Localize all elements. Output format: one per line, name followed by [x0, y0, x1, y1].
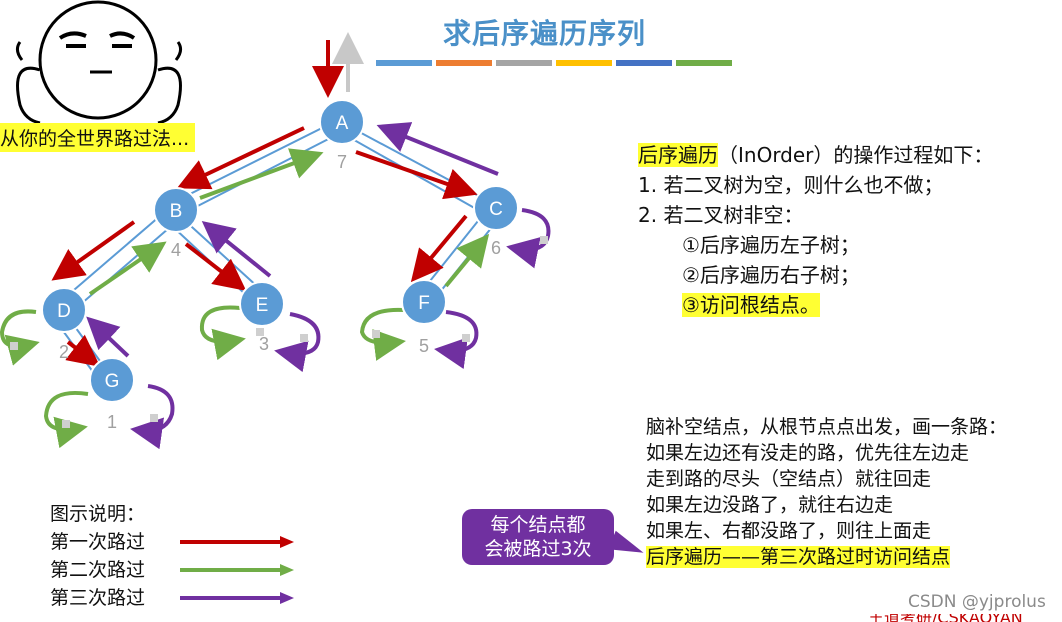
color-bar-2 — [436, 60, 492, 66]
null-markers — [10, 236, 548, 428]
color-bar-5 — [616, 60, 672, 66]
node-F — [401, 279, 447, 325]
callout-line-1: 每个结点都 — [490, 514, 586, 536]
sub-step-2: ②后序遍历右子树； — [682, 263, 860, 287]
node-label-E: E — [256, 295, 269, 316]
node-label-B: B — [170, 201, 183, 222]
green-arrow-B-A — [199, 148, 324, 200]
step-2: 2. 若二叉树非空： — [638, 203, 804, 227]
hint-line-6: 后序遍历——第三次路过时访问结点 — [646, 544, 1007, 570]
red-arrow-B-D — [51, 220, 136, 281]
visit-order-E: 3 — [259, 334, 269, 354]
third-pass-arrows — [86, 122, 499, 358]
visit-order-D: 2 — [59, 342, 69, 362]
visit-order-B: 4 — [171, 240, 181, 260]
loop-F-left — [359, 307, 406, 361]
node-label-F: F — [418, 293, 430, 314]
traversal-hint: 脑补空结点，从根节点点出发，画一条路： 如果左边还有没走的路，优先往左边走 走到… — [646, 414, 1007, 570]
tree-nodes: A 7B 4 C 6D 2 E 3 F 5G 1 — [41, 99, 519, 432]
loop-D-left — [0, 309, 40, 366]
heading-rest: （InOrder）的操作过程如下： — [718, 143, 994, 167]
callout-line-2: 会被路过3次 — [484, 538, 592, 560]
legend-second-label: 第二次路过 — [50, 559, 146, 581]
heading-highlight: 后序遍历 — [638, 143, 718, 167]
legend-third-label: 第三次路过 — [50, 587, 146, 609]
legend-row-first: 第一次路过 — [50, 528, 298, 556]
null-child-loops — [0, 208, 551, 450]
visit-order-C: 6 — [491, 238, 501, 258]
red-arrow-B-E — [184, 242, 247, 291]
purple-arrow-E-B — [201, 220, 272, 278]
node-D — [41, 287, 87, 333]
visit-order-G: 1 — [107, 412, 117, 432]
meme-caption: 从你的全世界路过法... — [0, 123, 196, 152]
hint-line-1: 脑补空结点，从根节点点出发，画一条路： — [646, 416, 1008, 438]
bottom-red-text: 王道考研/CSKAOYAN — [868, 614, 1062, 622]
loop-G-left — [43, 391, 89, 449]
purple-arrow-C-A — [376, 122, 499, 176]
color-bar-4 — [556, 60, 612, 66]
node-label-A: A — [336, 113, 349, 134]
loop-F-right — [434, 310, 479, 370]
loop-E-right — [274, 312, 321, 373]
visit-order-F: 5 — [419, 336, 429, 356]
red-arrow-A-B — [176, 126, 305, 190]
node-G — [89, 357, 135, 403]
postorder-description: 后序遍历（InOrder）的操作过程如下： 1. 若二叉树为空，则什么也不做； … — [638, 140, 993, 320]
node-E — [239, 281, 285, 327]
green-arrow-F-C — [444, 233, 490, 288]
first-pass-arrows — [51, 40, 478, 367]
legend: 图示说明： 第一次路过 第二次路过 第三次路过 — [50, 500, 298, 612]
node-label-D: D — [57, 301, 71, 322]
sub-step-1: ①后序遍历左子树； — [682, 233, 860, 257]
red-arrow-A-C — [355, 150, 478, 200]
red-arrow-D-G — [65, 334, 101, 367]
node-B — [153, 187, 199, 233]
meme-face-image — [15, 0, 183, 125]
green-arrow-D-B — [88, 241, 167, 296]
watermark: CSDN @yjprolus — [908, 592, 1046, 612]
visit-order-A: 7 — [337, 152, 347, 172]
sub-step-3-text: ③访问根结点。 — [682, 293, 820, 317]
hint-line-2: 如果左边还有没走的路，优先往左边走 — [646, 442, 970, 464]
loop-E-left — [199, 305, 246, 361]
legend-red-arrow-icon — [180, 536, 294, 548]
hint-line-5: 如果左、右都没路了，则往上面走 — [646, 520, 932, 542]
legend-first-label: 第一次路过 — [50, 531, 146, 553]
color-bar-3 — [496, 60, 552, 66]
node-label-C: C — [489, 199, 503, 220]
second-pass-arrows — [88, 148, 490, 296]
loop-G-right — [130, 384, 175, 450]
hint-line-4: 如果左边没路了，就往右边走 — [646, 494, 894, 516]
node-label-G: G — [105, 371, 120, 392]
legend-title: 图示说明： — [50, 503, 146, 525]
tree-edges — [57, 123, 497, 377]
node-A — [319, 99, 365, 145]
sub-step-3: ③访问根结点。 — [638, 290, 993, 320]
hint-line-3: 走到路的尽头（空结点）就往回走 — [646, 468, 932, 490]
step-1: 1. 若二叉树为空，则什么也不做； — [638, 173, 944, 197]
legend-purple-arrow-icon — [180, 592, 294, 604]
red-arrow-C-F — [410, 214, 468, 283]
edge-A-B — [169, 123, 347, 213]
color-bar-1 — [376, 60, 432, 66]
page-title: 求后序遍历序列 — [443, 17, 647, 50]
title-color-bars — [376, 60, 732, 66]
purple-arrow-G-D — [86, 316, 130, 358]
node-C — [473, 185, 519, 231]
legend-row-third: 第三次路过 — [50, 584, 298, 612]
bottom-red-text-label: 王道考研/CSKAOYAN — [868, 614, 1062, 622]
legend-row-second: 第二次路过 — [50, 556, 298, 584]
hint-line-6-text: 后序遍历——第三次路过时访问结点 — [646, 546, 951, 568]
description-heading: 后序遍历（InOrder）的操作过程如下： — [638, 140, 993, 170]
legend-green-arrow-icon — [180, 564, 294, 576]
callout-bubble: 每个结点都 会被路过3次 — [462, 509, 614, 565]
color-bar-6 — [676, 60, 732, 66]
